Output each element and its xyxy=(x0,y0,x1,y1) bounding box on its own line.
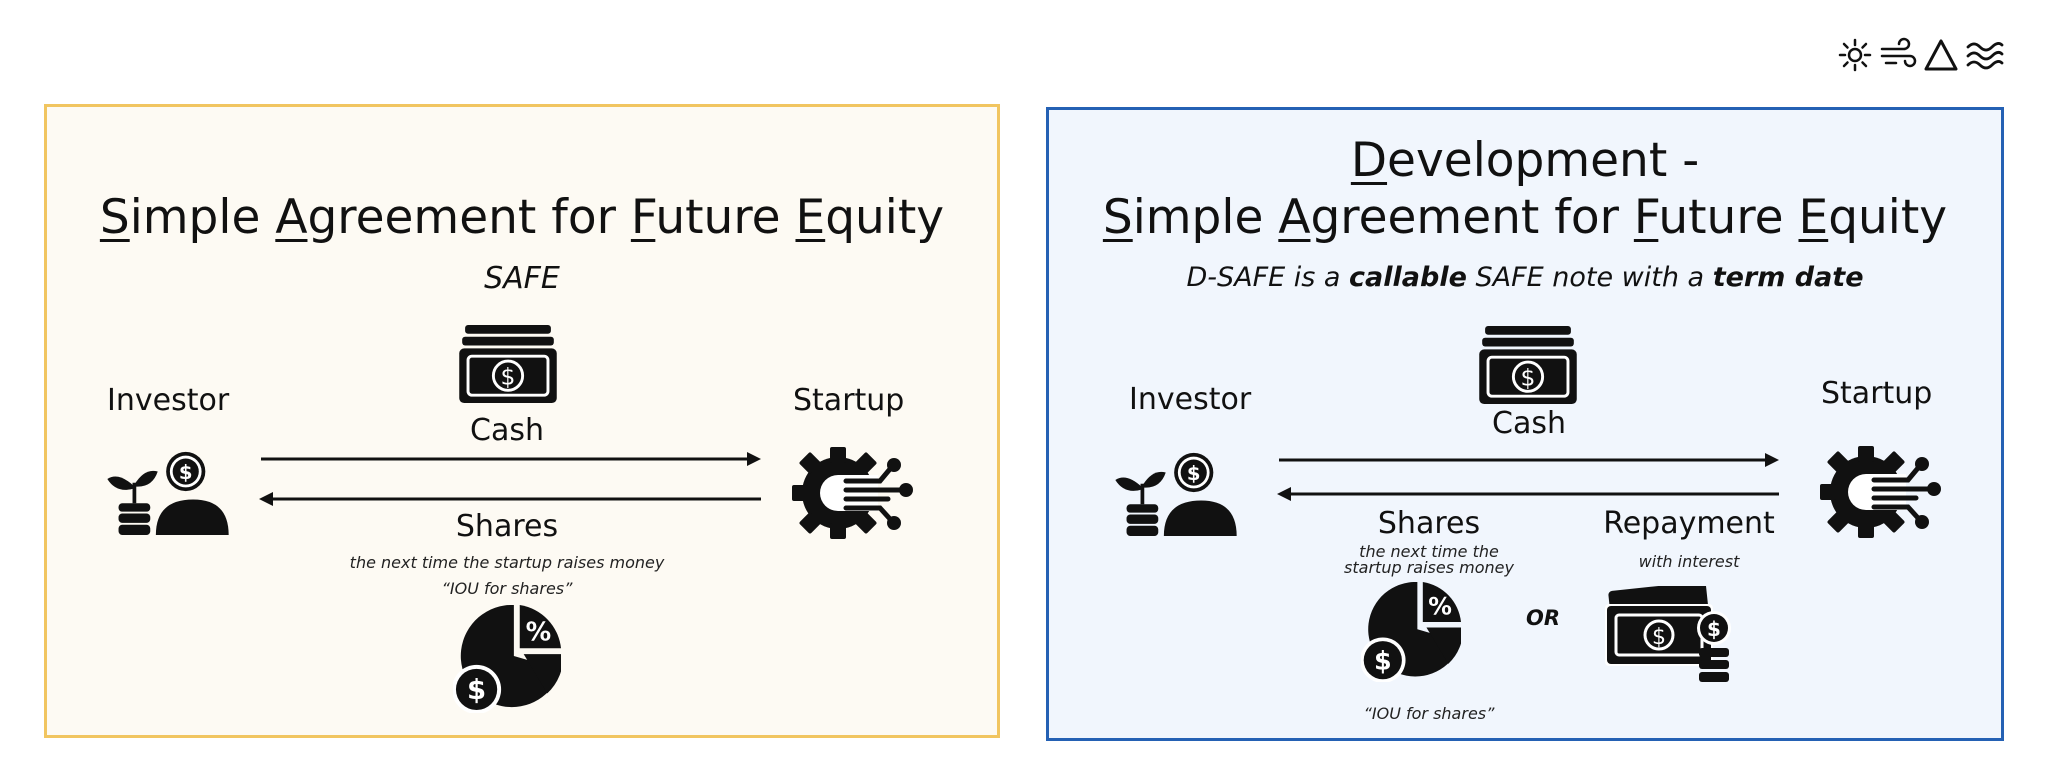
cash-arrow xyxy=(1279,453,1779,467)
shares-arrow xyxy=(259,492,761,506)
startup-icon xyxy=(787,443,919,543)
sun-icon xyxy=(1838,38,1872,72)
repayment-label: Repayment xyxy=(1603,506,1775,541)
dsafe-title-line2: Simple Agreement for Future Equity xyxy=(1102,190,1948,245)
safe-subtitle: SAFE xyxy=(484,261,560,296)
startup-label: Startup xyxy=(793,383,905,418)
dsafe-title-line1: Development - xyxy=(1350,133,1700,188)
cash-arrow xyxy=(261,452,761,466)
investor-icon xyxy=(107,451,229,535)
return-arrow xyxy=(1277,487,1779,501)
cash-icon xyxy=(1479,326,1577,404)
shares-label: Shares xyxy=(1377,506,1481,541)
cash-icon xyxy=(459,325,557,403)
safe-title: Simple Agreement for Future Equity xyxy=(99,190,945,245)
dsafe-panel: Development - Simple Agreement for Futur… xyxy=(1046,107,2004,741)
repayment-money-icon xyxy=(1605,586,1735,682)
cash-label: Cash xyxy=(1492,406,1566,441)
waves-icon xyxy=(1966,42,2004,70)
investor-label: Investor xyxy=(1129,382,1252,417)
brand-icons xyxy=(1838,34,2004,78)
or-label: OR xyxy=(1525,606,1561,630)
equity-pie-icon xyxy=(453,605,561,713)
shares-note: the next time the startup raises money xyxy=(349,553,665,572)
startup-icon xyxy=(1815,442,1947,542)
dsafe-subtitle: D-SAFE is a callable SAFE note with a te… xyxy=(1186,262,1864,293)
cash-label: Cash xyxy=(470,413,544,448)
investor-icon xyxy=(1115,452,1237,536)
investor-label: Investor xyxy=(107,383,230,418)
shares-label: Shares xyxy=(455,509,559,544)
triangle-icon xyxy=(1924,39,1958,71)
wind-icon xyxy=(1880,37,1917,68)
iou-note: “IOU for shares” xyxy=(441,579,573,598)
shares-note-line2: startup raises money xyxy=(1344,558,1514,577)
iou-note: “IOU for shares” xyxy=(1363,704,1495,723)
shares-note-line1: the next time the xyxy=(1359,542,1499,561)
equity-pie-icon xyxy=(1361,582,1461,682)
startup-label: Startup xyxy=(1821,376,1933,411)
safe-panel: Simple Agreement for Future Equity SAFE … xyxy=(44,104,1000,738)
repayment-note: with interest xyxy=(1638,552,1740,571)
